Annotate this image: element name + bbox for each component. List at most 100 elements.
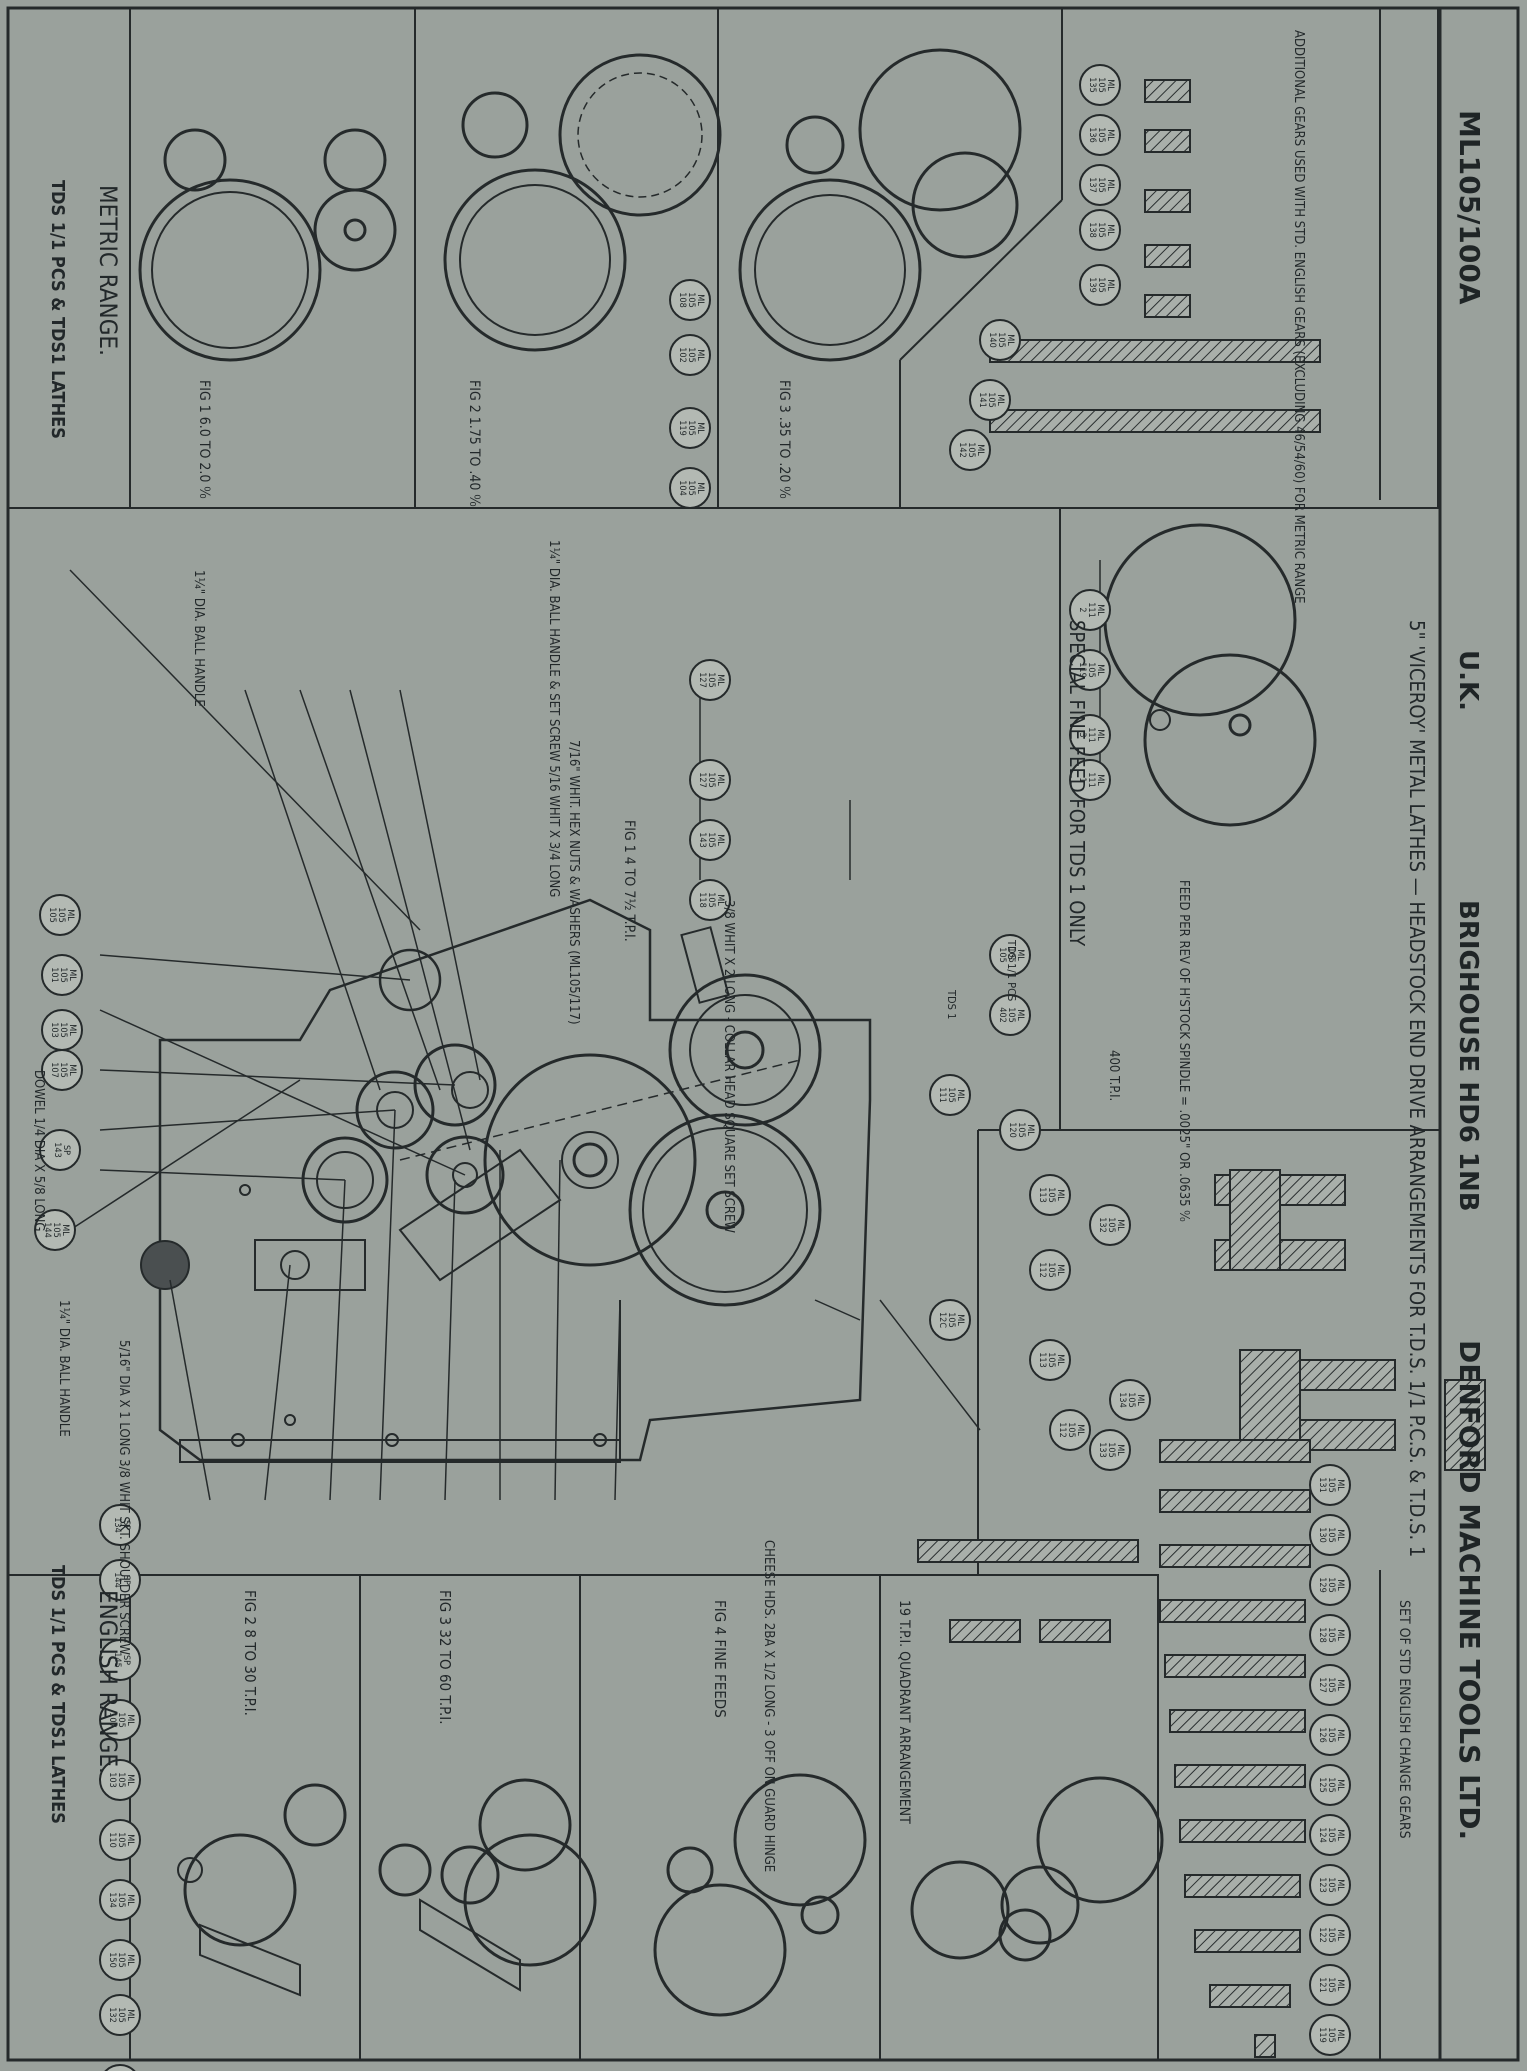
fine-feed-title: SPECIAL FINE FEED FOR TDS 1 ONLY [1065,620,1089,947]
part-tag-fine-1: ML1113 [1069,714,1111,756]
part-tag-mid-3: ML105105 [989,934,1031,976]
part-tag-right-4: ML105127 [689,659,731,701]
svg-text:ML105133: ML105133 [1097,1442,1125,1457]
part-tag-metric-3: ML105139 [1079,264,1121,306]
svg-text:ML105119: ML105119 [677,420,705,435]
part-tag-left-3: ML105107 [99,1699,141,1741]
note-shoulder-screw: 5/16" DIA X 1 LONG 3/8 WHIT SKT. SHOULDE… [116,1340,131,1655]
part-tag-std-9: ML105129 [1309,1564,1351,1606]
svg-text:ML105129: ML105129 [1317,1577,1345,1592]
part-tag-std-11: ML105131 [1309,1464,1351,1506]
svg-text:ML105103: ML105103 [49,1022,77,1037]
part-tag-top-4: ML105101 [41,954,83,996]
metric-gear-sections [989,79,1321,433]
part-tag-left-2: SP145 [99,1639,141,1681]
part-tag-fine-0: ML1111 [1069,759,1111,801]
footer-title: 5" 'VICEROY' METAL LATHES — HEADSTOCK EN… [1405,620,1429,1557]
part-tag-top-0: ML105144 [34,1209,76,1251]
svg-text:ML105102: ML105102 [677,347,705,362]
part-tag-std-8: ML105128 [1309,1614,1351,1656]
part-tag-left-7: ML105150 [99,1939,141,1981]
part-tag-left-0: SP134 [99,1504,141,1546]
note-hex-nuts: 7/16" WHIT. HEX NUTS & WASHERS (ML105/11… [566,740,581,1025]
svg-text:ML105124: ML105124 [1317,1827,1345,1842]
metric-fig2: FIG 2 1.75 TO .40 ⁰⁄₀ [466,380,482,507]
footer-country: U.K. [1453,650,1483,711]
part-tag-left-5: ML105110 [99,1819,141,1861]
english-fig2-gears [177,1783,347,1997]
svg-text:ML105128: ML105128 [1317,1627,1345,1642]
part-tag-metric-5: ML105137 [1079,164,1121,206]
part-tag-top-3: ML105103 [41,1009,83,1051]
metric-fig1: FIG 1 6.0 TO 2.0 ⁰⁄₀ [196,380,212,499]
metric-range-box [7,7,1439,509]
part-tag-fine-2: ML105119 [1069,649,1111,691]
english-fig2: FIG 2 8 TO 30 T.P.I. [241,1590,259,1716]
svg-text:ML105137: ML105137 [1087,177,1115,192]
svg-text:ML105131: ML105131 [1317,1477,1345,1492]
part-tags-other: ML105144SP143ML105107ML105103ML105101ML1… [34,64,1351,2056]
note-400tpi: 400 T.P.I. [1106,1050,1121,1101]
part-tag-left-1: SP144 [99,1559,141,1601]
part-tag-lower-0: ML105133 [1089,1429,1131,1471]
svg-text:ML105118: ML105118 [697,892,725,907]
svg-text:SP144: SP144 [112,1572,131,1587]
english-header: TDS 1/1 PCS & TDS1 LATHES [47,1565,68,1824]
part-tag-left-9: ML10512B [104,2064,136,2071]
svg-text:ML105101: ML105101 [49,967,77,982]
part-tag-top-1: SP143 [39,1129,81,1171]
metric-fig3-gears [738,48,1022,362]
part-tag-right-7: ML105118 [689,879,731,921]
svg-text:ML105144: ML105144 [42,1222,70,1237]
part-tag-right-5: ML105127 [689,759,731,801]
footer-company: DENFORD MACHINE TOOLS LTD. [1453,1340,1486,1840]
part-tag-right-3: ML105104 [669,467,711,509]
svg-text:ML105130: ML105130 [1317,1527,1345,1542]
footer-drawing-no: ML105/100A [1453,110,1486,305]
svg-text:ML105103: ML105103 [107,1772,135,1787]
part-tag-std-1: ML105121 [1309,1964,1351,2006]
svg-text:SP145: SP145 [112,1652,131,1667]
part-tag-top-5: ML105105 [39,894,81,936]
part-tag-metric-6: ML105136 [1079,114,1121,156]
part-tag-std-5: ML105125 [1309,1764,1351,1806]
svg-text:ML105136: ML105136 [1087,127,1115,142]
part-tag-lower-5: ML105132 [1089,1204,1131,1246]
metric-fig3: FIG 3 .35 TO .20 ⁰⁄₀ [776,380,792,499]
footer-address: BRIGHOUSE HD6 1NB [1453,900,1483,1212]
svg-text:ML105119: ML105119 [1317,2027,1345,2042]
svg-text:ML105110: ML105110 [107,1832,135,1847]
svg-text:ML105125: ML105125 [1317,1777,1345,1792]
part-tag-mid-1: ML105111 [929,1074,971,1116]
part-tag-lower-2: ML105134 [1109,1379,1151,1421]
part-tag-std-0: ML105119 [1309,2014,1351,2056]
svg-text:ML105402: ML105402 [997,1007,1025,1022]
svg-text:ML105132: ML105132 [107,2007,135,2022]
additional-gears-note: ADDITIONAL GEARS USED WITH STD. ENGLISH … [1291,30,1306,604]
svg-text:ML105141: ML105141 [977,392,1005,407]
english-fig4-gears [653,1773,867,2017]
note-dowel: DOWEL 1/4 DIA X 5/8 LONG [31,1070,46,1231]
svg-text:ML10512C: ML10512C [937,1312,965,1328]
part-tag-left-6: ML105134 [99,1879,141,1921]
part-tag-lower-1: ML105112 [1049,1409,1091,1451]
part-tag-mid-2: ML105402 [989,994,1031,1036]
svg-text:ML105138: ML105138 [1087,222,1115,237]
part-tag-std-10: ML105130 [1309,1514,1351,1556]
metric-fig1-gears [138,128,397,362]
quadrant-arrangement [910,1539,1164,1962]
svg-text:ML105123: ML105123 [1317,1877,1345,1892]
note-feed: FEED PER REV OF H'STOCK SPINDLE = .0025"… [1176,880,1191,1222]
part-tag-right-1: ML105102 [669,334,711,376]
part-tag-lower-4: ML105112 [1029,1249,1071,1291]
svg-text:ML105112: ML105112 [1037,1262,1065,1277]
part-tag-right-2: ML105119 [669,407,711,449]
part-tag-std-7: ML105127 [1309,1664,1351,1706]
part-tag-top-2: ML105107 [41,1049,83,1091]
english-fig4: FIG 4 FINE FEEDS [711,1600,729,1718]
svg-text:ML105142: ML105142 [957,442,985,457]
svg-text:ML105113: ML105113 [1037,1187,1065,1202]
svg-text:ML105105: ML105105 [47,907,75,922]
svg-text:ML105112: ML105112 [1057,1422,1085,1437]
